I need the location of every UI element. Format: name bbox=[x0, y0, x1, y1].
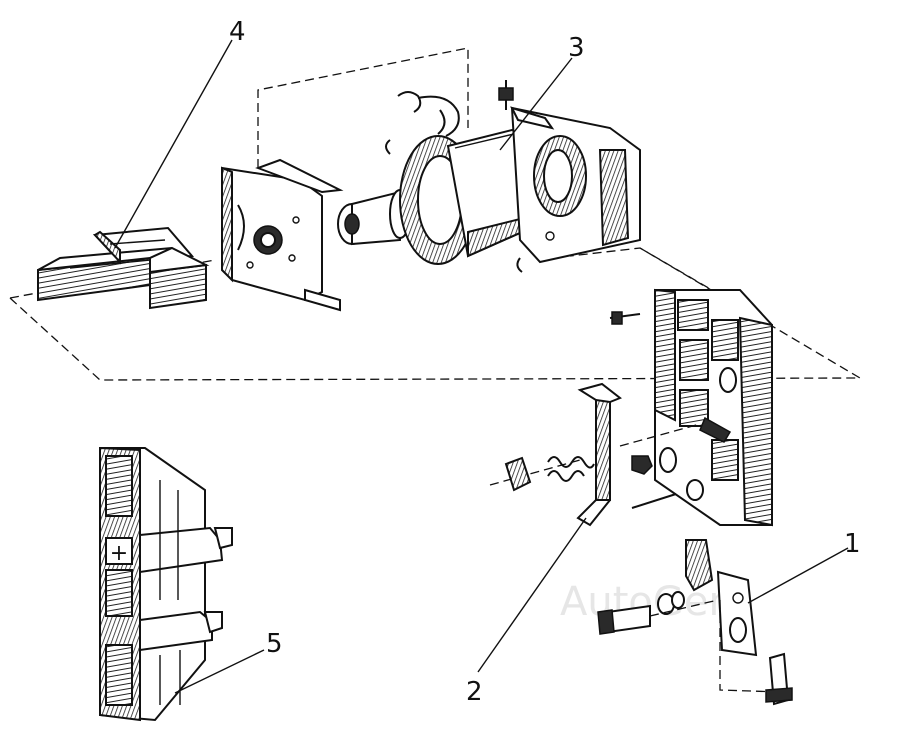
callout-4: 4 bbox=[229, 17, 246, 47]
callout-leaders bbox=[114, 39, 849, 694]
contact-housing bbox=[654, 288, 773, 527]
part-5-terminal-cover: + bbox=[99, 446, 233, 722]
spring-and-contact bbox=[489, 311, 701, 527]
callout-2: 2 bbox=[466, 677, 483, 707]
callout-3: 3 bbox=[568, 33, 585, 63]
plus-terminal-symbol: + bbox=[110, 541, 128, 566]
part-1-terminal-block bbox=[597, 539, 793, 706]
solenoid-assembly bbox=[221, 80, 641, 312]
callout-1: 1 bbox=[844, 529, 861, 559]
callout-5: 5 bbox=[266, 629, 283, 659]
part-4-bracket bbox=[37, 226, 210, 310]
